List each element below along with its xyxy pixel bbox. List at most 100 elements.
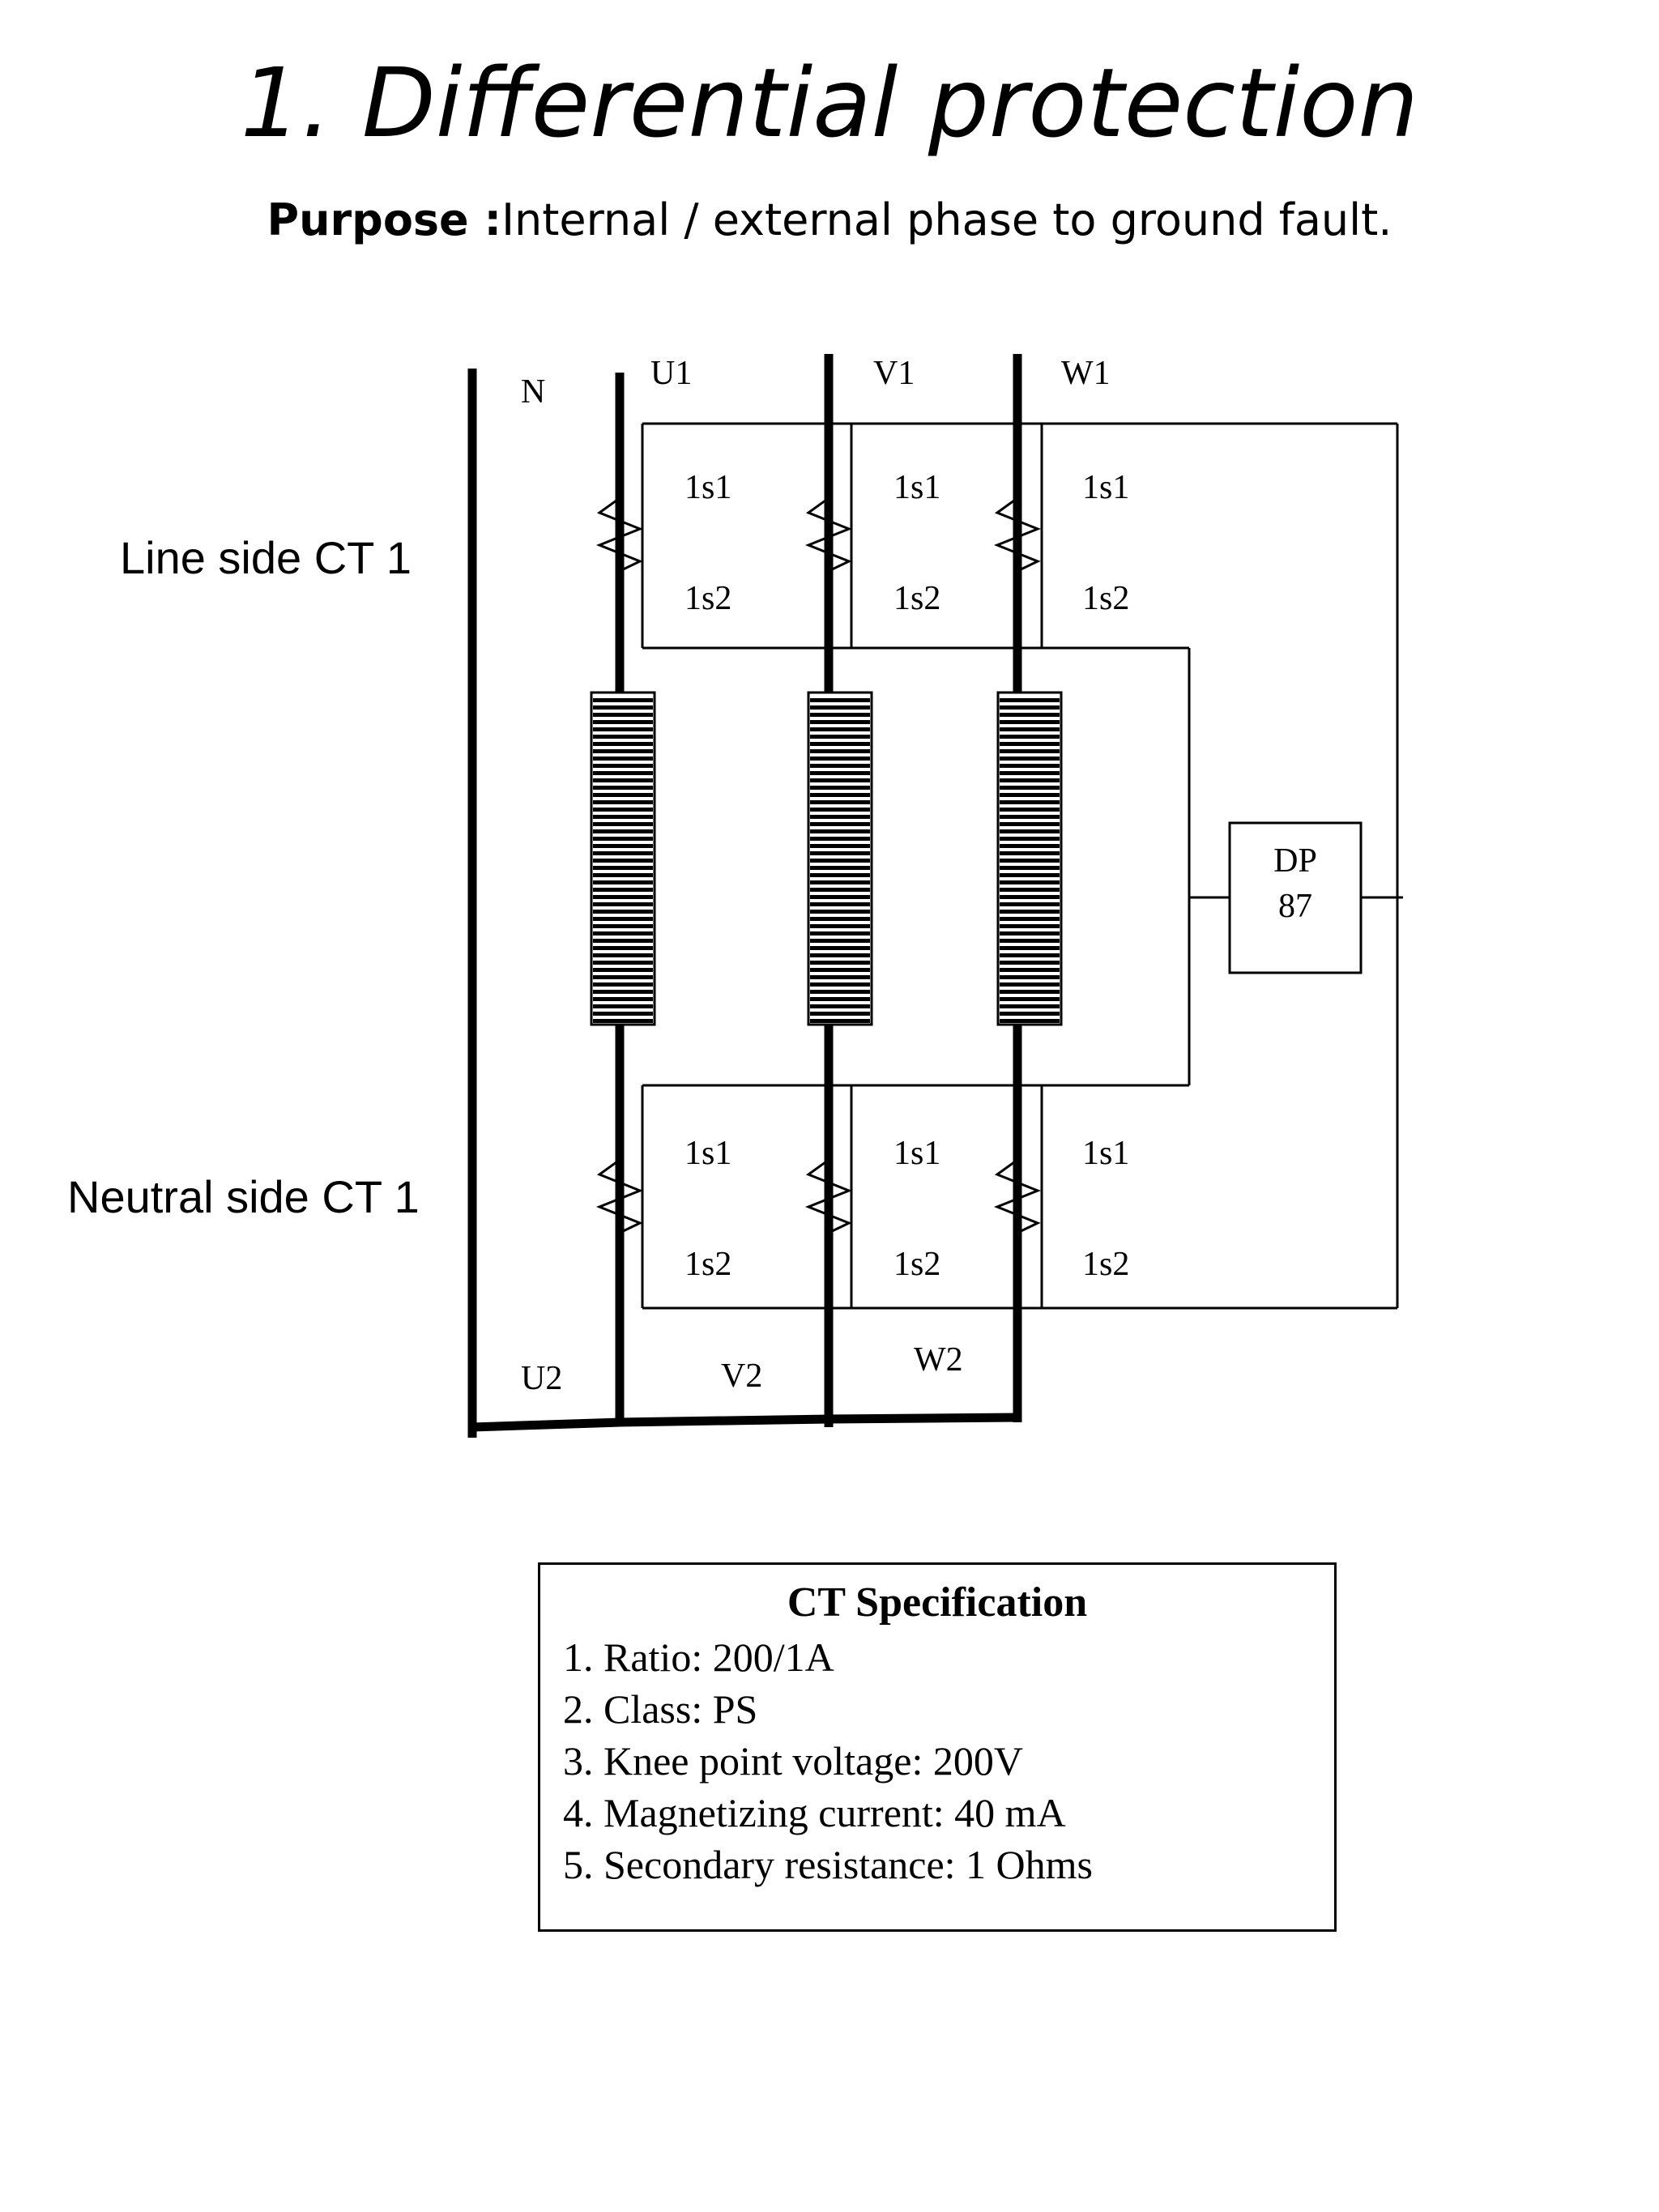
winding-turn — [810, 946, 870, 950]
spec-item: 3. Knee point voltage: 200V — [563, 1738, 1023, 1784]
winding-turn — [593, 910, 653, 914]
winding-turn — [1000, 1004, 1060, 1008]
winding-turn — [593, 1004, 653, 1008]
winding-turn — [1000, 910, 1060, 914]
winding-turn — [593, 837, 653, 841]
ct-line-v-s2: 1s2 — [893, 580, 940, 617]
winding-turn — [810, 873, 870, 877]
winding-turn — [1000, 713, 1060, 717]
ct-line-u-s2: 1s2 — [684, 580, 731, 617]
winding-turn — [1000, 793, 1060, 797]
winding-turn — [1000, 837, 1060, 841]
transformer-windings — [590, 691, 1063, 1026]
winding-turn — [810, 859, 870, 863]
winding-turn — [593, 888, 653, 892]
winding-turn — [593, 735, 653, 739]
terminal-label-w1: W1 — [1061, 355, 1111, 392]
winding-turn — [1000, 778, 1060, 782]
winding-turn — [593, 844, 653, 848]
winding-turns — [593, 698, 1060, 1023]
winding-turn — [810, 786, 870, 790]
winding-turn — [810, 902, 870, 906]
ct-neutral-v-s2: 1s2 — [893, 1246, 940, 1283]
ct-coil-line-u — [595, 497, 644, 573]
winding-turn — [1000, 895, 1060, 899]
winding-turn — [1000, 815, 1060, 819]
ct-coil-neutral-v — [804, 1158, 853, 1234]
ct-line-u-s1: 1s1 — [684, 469, 731, 506]
winding-turn — [1000, 808, 1060, 812]
winding-turn — [1000, 786, 1060, 790]
winding-turn — [1000, 866, 1060, 870]
line-side-ct-label: Line side CT 1 — [120, 532, 412, 583]
relay-label-line2: 87 — [1278, 888, 1312, 925]
winding-turn — [1000, 961, 1060, 965]
winding-turn — [593, 808, 653, 812]
winding-turn — [593, 997, 653, 1001]
ct-coil-neutral-u — [595, 1158, 644, 1234]
winding-turn — [1000, 931, 1060, 936]
winding-turn — [593, 968, 653, 972]
spec-item: 2. Class: PS — [563, 1686, 758, 1732]
winding-turn — [810, 917, 870, 921]
winding-turn — [1000, 705, 1060, 710]
winding-turn — [593, 924, 653, 928]
winding-turn — [810, 968, 870, 972]
winding-turn — [810, 742, 870, 746]
winding-turn — [1000, 800, 1060, 804]
neutral-side-ct-label: Neutral side CT 1 — [67, 1171, 420, 1222]
winding-turn — [593, 778, 653, 782]
winding-turn — [1000, 735, 1060, 739]
winding-turn — [810, 822, 870, 826]
purpose-line: Purpose :Internal / external phase to gr… — [0, 194, 1659, 245]
winding-turn — [810, 1004, 870, 1008]
winding-turn — [810, 939, 870, 943]
winding-turn — [1000, 880, 1060, 884]
ct-specification-box: CT Specification 1. Ratio: 200/1A 2. Cla… — [538, 1562, 1337, 1932]
winding-turn — [593, 880, 653, 884]
terminal-label-u1: U1 — [650, 355, 692, 392]
relay-label-line1: DP — [1273, 842, 1317, 880]
winding-turn — [593, 917, 653, 921]
ct-specification-list: 1. Ratio: 200/1A 2. Class: PS 3. Knee po… — [540, 1631, 1334, 1890]
winding-turn — [1000, 771, 1060, 775]
winding-turn — [593, 859, 653, 863]
purpose-text: Internal / external phase to ground faul… — [501, 194, 1392, 245]
winding-turn — [593, 946, 653, 950]
winding-turn — [1000, 859, 1060, 863]
winding-turn — [1000, 990, 1060, 994]
terminal-label-u2: U2 — [521, 1360, 562, 1397]
winding-turn — [593, 990, 653, 994]
terminal-label-w2: W2 — [914, 1341, 963, 1379]
winding-turn — [1000, 902, 1060, 906]
winding-turn — [593, 727, 653, 731]
ct-neutral-w-s2: 1s2 — [1082, 1246, 1129, 1283]
winding-turn — [593, 961, 653, 965]
ct-neutral-u-s2: 1s2 — [684, 1246, 731, 1283]
terminal-label-n: N — [521, 373, 545, 411]
winding-turn — [810, 880, 870, 884]
winding-turn — [593, 786, 653, 790]
winding-turn — [593, 749, 653, 753]
ct-neutral-v-s1: 1s1 — [893, 1135, 940, 1172]
winding-turn — [593, 742, 653, 746]
winding-turn — [810, 771, 870, 775]
winding-turn — [810, 1019, 870, 1023]
winding-turn — [593, 829, 653, 833]
ct-line-v-s1: 1s1 — [893, 469, 940, 506]
winding-turn — [593, 982, 653, 987]
winding-turn — [593, 771, 653, 775]
winding-turn — [593, 720, 653, 724]
winding-turn — [810, 866, 870, 870]
winding-turn — [1000, 698, 1060, 702]
winding-turn — [810, 815, 870, 819]
ct-coils — [595, 497, 1042, 1234]
winding-turn — [1000, 764, 1060, 768]
page-title: 1. Differential protection — [240, 47, 1419, 159]
winding-turn — [1000, 829, 1060, 833]
winding-turn — [810, 720, 870, 724]
winding-turn — [1000, 924, 1060, 928]
winding-turn — [593, 975, 653, 979]
winding-turn — [810, 778, 870, 782]
winding-turn — [593, 931, 653, 936]
